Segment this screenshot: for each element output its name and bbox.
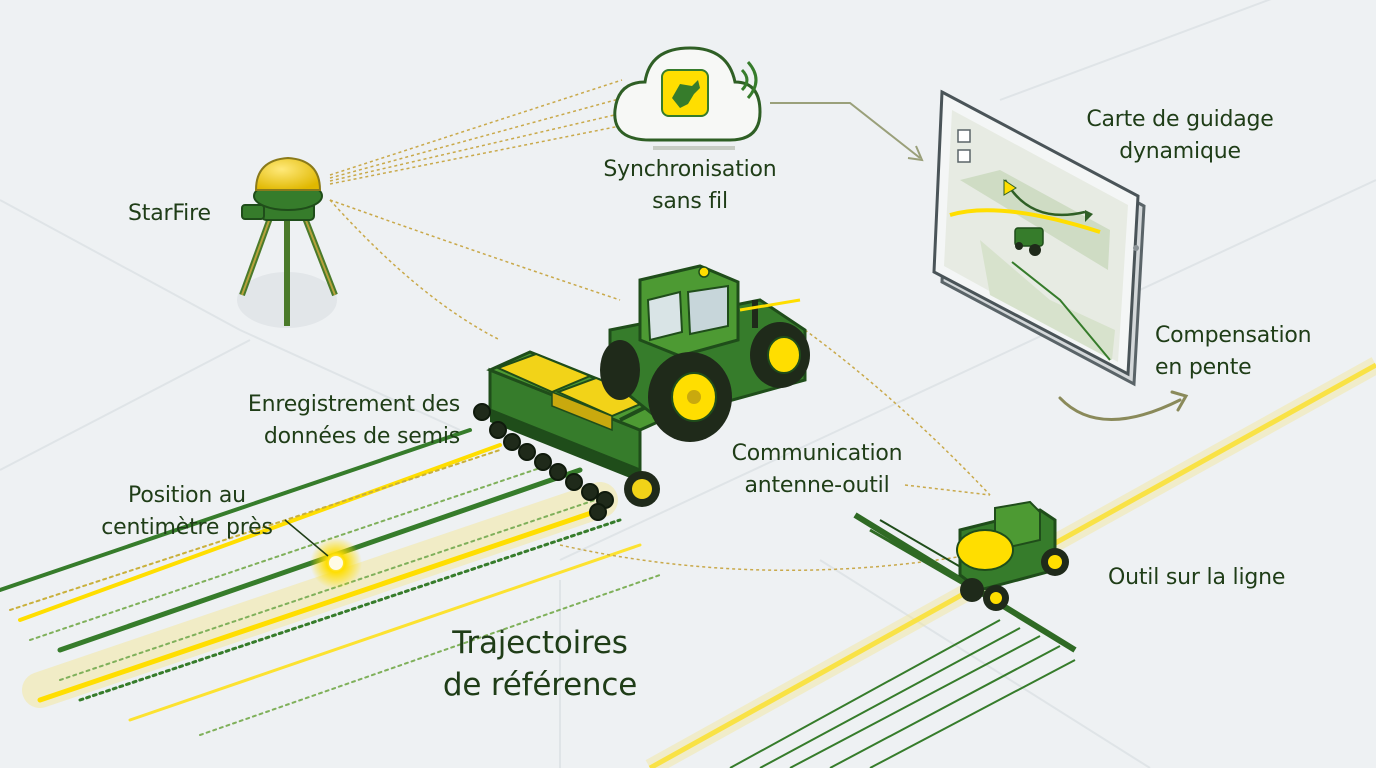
label-position-line-1: Position au	[128, 483, 246, 508]
label-comm-line-1: Communication	[731, 441, 903, 466]
label-map-line-1: Carte de guidage	[1086, 107, 1274, 132]
label-map: Carte de guidage dynamique	[1070, 104, 1290, 168]
label-comm: Communication antenne-outil	[722, 438, 912, 502]
label-trajectories-line-2: de référence	[442, 667, 638, 703]
label-starfire: StarFire	[128, 201, 211, 226]
label-tool: Outil sur la ligne	[1108, 565, 1286, 590]
label-slope-line-2: en pente	[1155, 355, 1252, 380]
tractor-icon	[600, 264, 810, 442]
label-slope-line-1: Compensation	[1155, 323, 1312, 348]
label-sync-line-1: Synchronisation	[603, 157, 777, 182]
slope-arrow-icon	[1058, 390, 1189, 421]
sync-arrow	[770, 102, 924, 162]
signal-lines	[329, 79, 991, 572]
label-trajectories-line-1: Trajectoires	[452, 625, 628, 661]
label-position-line-2: centimètre près	[101, 515, 273, 540]
label-slope: Compensation en pente	[1155, 320, 1312, 384]
label-map-line-2: dynamique	[1119, 139, 1241, 164]
label-comm-line-2: antenne-outil	[744, 473, 890, 498]
position-marker	[284, 519, 362, 589]
label-trajectories: Trajectoires de référence	[440, 622, 640, 706]
tablet-icon	[932, 89, 1146, 387]
gps-antenna-icon	[237, 156, 338, 328]
cloud-icon	[613, 46, 762, 150]
label-sync-line-2: sans fil	[652, 189, 728, 214]
label-seeding: Enregistrement des données de semis	[220, 389, 460, 453]
label-seeding-line-1: Enregistrement des	[247, 392, 460, 417]
label-position: Position au centimètre près	[92, 480, 282, 544]
label-seeding-line-2: données de semis	[263, 424, 460, 449]
sprayer-icon	[853, 500, 1077, 653]
label-sync: Synchronisation sans fil	[590, 154, 790, 218]
